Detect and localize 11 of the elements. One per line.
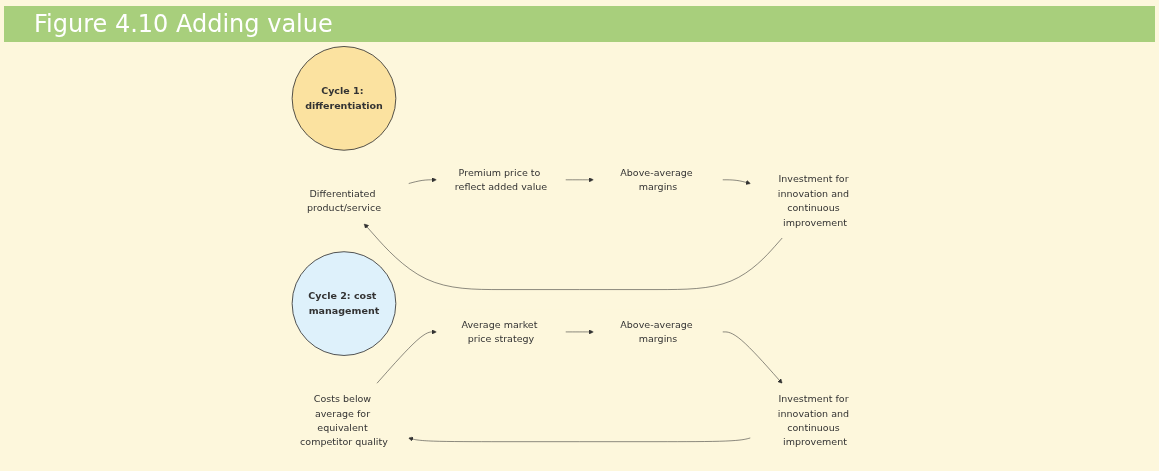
- node-circle: Cycle 1: differentiation: [291, 46, 397, 151]
- node-text: Investment for innovation and continuous improvement: [777, 393, 850, 448]
- node-text: Costs below average for equivalent competitor quality: [300, 393, 388, 448]
- node-text: Average market price strategy: [461, 318, 538, 345]
- node-text: Above-average margins: [620, 318, 693, 345]
- node-text: Premium price to reflect added value: [454, 166, 548, 193]
- node-text: Investment for innovation and continuous improvement: [777, 173, 850, 228]
- node-text: Differentiated product/service: [306, 187, 381, 214]
- node-circle: Cycle 2: cost management: [291, 251, 397, 356]
- node-text: Above-average margins: [620, 166, 693, 193]
- figure-title: Figure 4.10 Adding value: [4, 6, 1155, 42]
